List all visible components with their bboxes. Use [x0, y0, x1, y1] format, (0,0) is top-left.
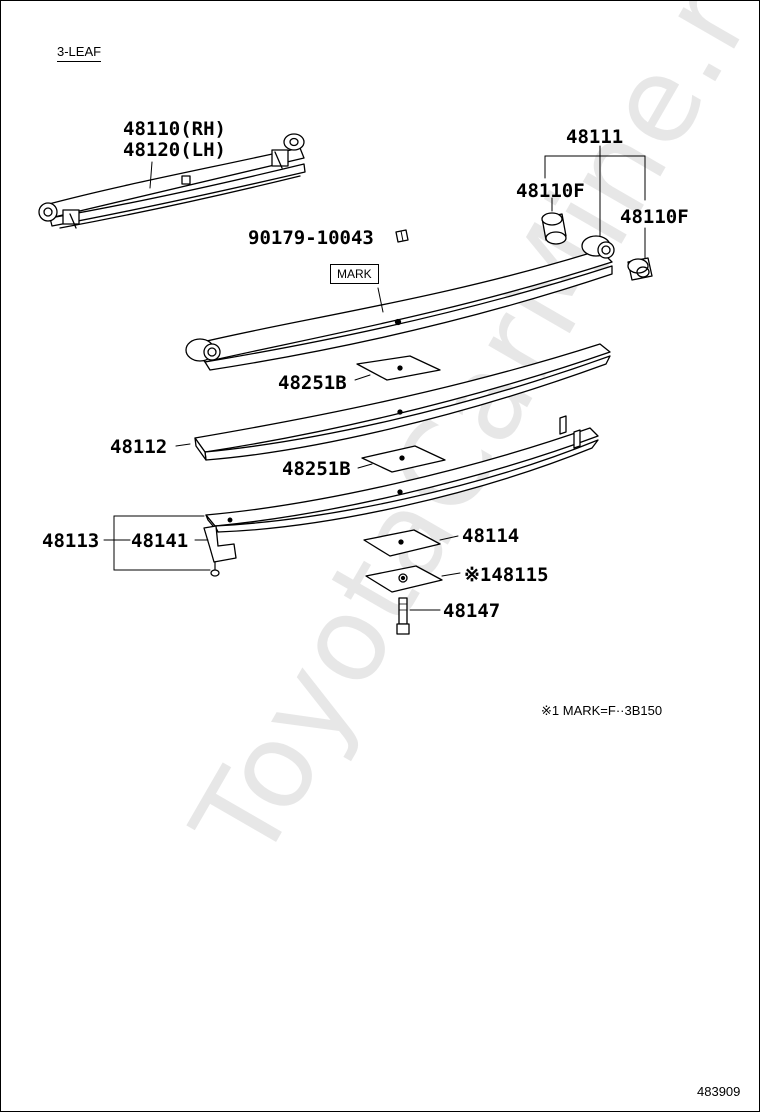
- bushing-right-drawing: [627, 227, 653, 281]
- part-label-48110f-left: 48110F: [516, 180, 585, 202]
- part-label-48141: 48141: [131, 530, 189, 552]
- third-leaf-drawing: [205, 415, 599, 533]
- plate-48114-drawing: [363, 529, 459, 557]
- pad-bottom-drawing: [357, 445, 446, 473]
- part-label-90179: 90179-10043: [248, 227, 374, 249]
- pad-top-drawing: [354, 355, 441, 381]
- part-label-48251b-bottom: 48251B: [282, 458, 351, 480]
- part-label-48111: 48111: [566, 126, 624, 148]
- plate-48115-drawing: [365, 565, 461, 593]
- bushing-left-drawing: [541, 197, 567, 245]
- part-label-48251b-top: 48251B: [278, 372, 347, 394]
- part-label-48110f-right: 48110F: [620, 206, 689, 228]
- part-label-48114: 48114: [462, 525, 520, 547]
- nut-drawing: [395, 229, 409, 243]
- mark-callout: MARK: [330, 264, 379, 284]
- part-label-48112: 48112: [110, 436, 168, 458]
- figure-id: 483909: [697, 1084, 741, 1099]
- second-leaf-drawing: [175, 343, 611, 461]
- bracket-48113: [103, 515, 211, 571]
- clip-drawing: [203, 525, 237, 577]
- bracket-48111: [544, 145, 646, 241]
- main-leaf-drawing: [185, 235, 615, 371]
- center-bolt-drawing: [396, 597, 441, 635]
- diagram-title: 3-LEAF: [57, 44, 102, 62]
- part-label-48115: ※148115: [464, 564, 549, 586]
- footnote: ※1 MARK=F··3B150: [541, 703, 663, 718]
- part-label-48147: 48147: [443, 600, 501, 622]
- part-label-48110: 48110(RH): [123, 118, 226, 140]
- part-label-48120: 48120(LH): [123, 139, 226, 161]
- spring-assembly-drawing: [38, 133, 306, 229]
- part-label-48113: 48113: [42, 530, 100, 552]
